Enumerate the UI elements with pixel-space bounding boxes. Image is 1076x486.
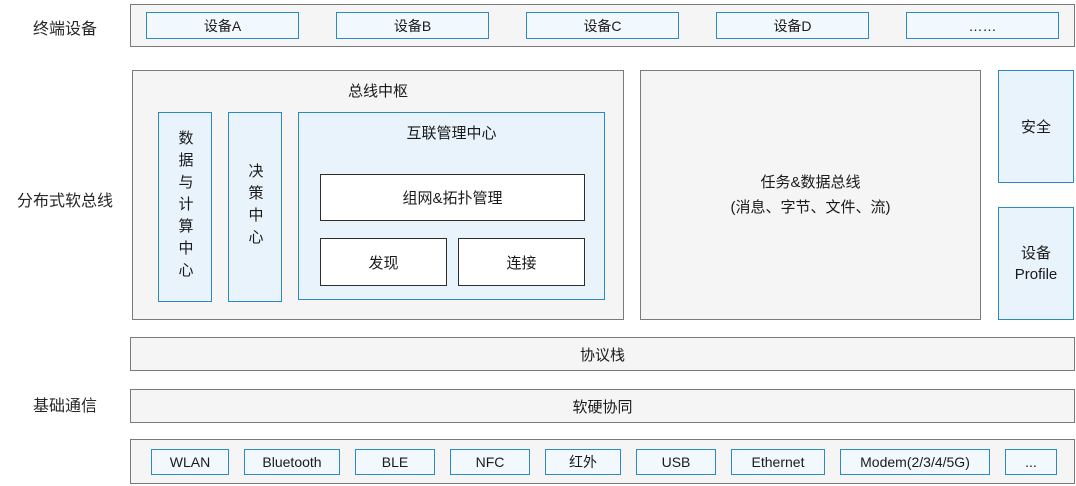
interconnect-mgmt-center-panel: 互联管理中心 组网&拓扑管理 发现 连接	[298, 112, 605, 300]
transport-box-wlan: WLAN	[151, 448, 229, 475]
transport-box-infrared: 红外	[545, 448, 621, 475]
connection-box: 连接	[458, 238, 585, 286]
transport-box-modem: Modem(2/3/4/5G)	[840, 448, 990, 475]
data-compute-center-box: 数据与计算中心	[158, 112, 212, 302]
networking-topology-box: 组网&拓扑管理	[320, 174, 585, 221]
device-box: 设备D	[716, 12, 869, 39]
device-box-more: ……	[906, 12, 1059, 39]
interconnect-mgmt-title: 互联管理中心	[406, 125, 497, 142]
device-profile-label-en: Profile	[1014, 265, 1058, 283]
task-data-bus-subtitle: (消息、字节、文件、流)	[730, 199, 891, 216]
discovery-box: 发现	[320, 238, 447, 286]
label-basic-communication: 基础通信	[32, 398, 97, 415]
transport-box-usb: USB	[636, 448, 716, 475]
label-terminal-devices: 终端设备	[32, 21, 97, 38]
transport-box-bluetooth: Bluetooth	[244, 448, 340, 475]
task-data-bus-panel: 任务&数据总线 (消息、字节、文件、流)	[640, 70, 981, 320]
bus-hub-panel: 总线中枢 数据与计算中心 决策中心 互联管理中心 组网&拓扑管理 发现 连接	[132, 70, 624, 320]
device-box: 设备B	[336, 12, 489, 39]
transport-row-panel: WLAN Bluetooth BLE NFC 红外 USB Ethernet M…	[130, 439, 1075, 484]
transport-box-nfc: NFC	[450, 448, 530, 475]
bus-hub-title: 总线中枢	[347, 83, 408, 100]
transport-box-ble: BLE	[355, 448, 435, 475]
security-box: 安全	[998, 70, 1074, 183]
protocol-stack-bar: 协议栈	[130, 337, 1075, 371]
decision-center-label: 决策中心	[246, 163, 264, 251]
decision-center-box: 决策中心	[228, 112, 282, 302]
data-compute-center-label: 数据与计算中心	[176, 130, 194, 284]
device-box: 设备A	[146, 12, 299, 39]
hw-sw-synergy-bar: 软硬协同	[130, 389, 1075, 423]
device-box: 设备C	[526, 12, 679, 39]
device-row-panel: 设备A 设备B 设备C 设备D ……	[130, 4, 1075, 47]
transport-box-more: ...	[1005, 448, 1057, 475]
transport-box-ethernet: Ethernet	[731, 448, 825, 475]
task-data-bus-title: 任务&数据总线	[760, 173, 861, 191]
device-profile-box: 设备 Profile	[998, 207, 1074, 320]
label-distributed-softbus: 分布式软总线	[16, 193, 113, 210]
device-profile-label-cn: 设备	[1020, 244, 1051, 262]
